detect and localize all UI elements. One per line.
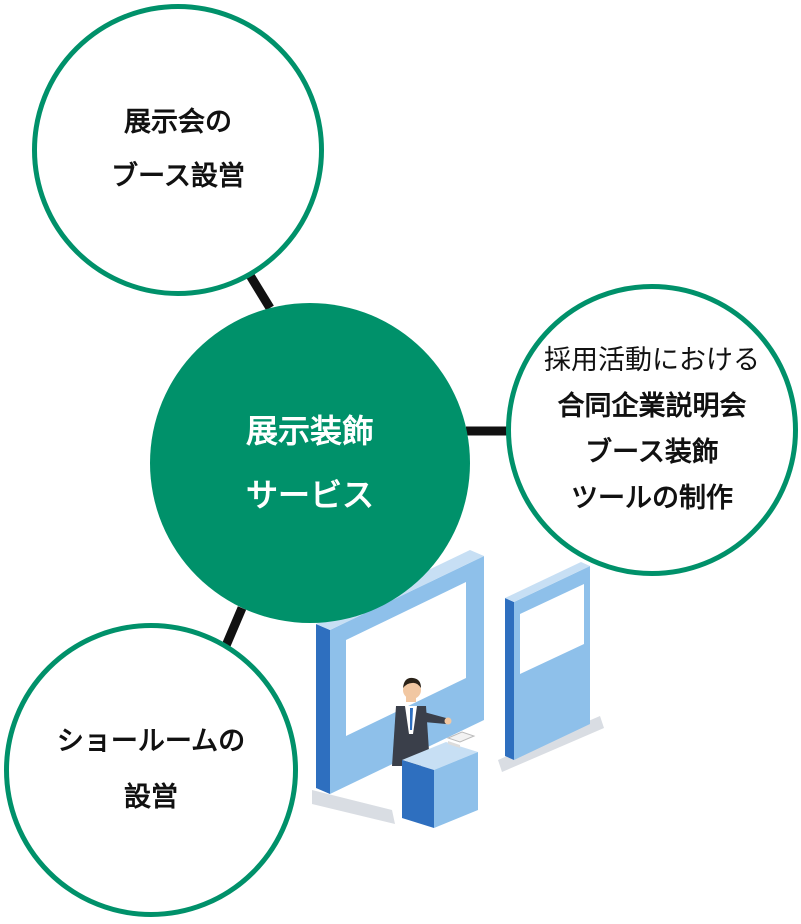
node-exhibition-booth: 展示会の ブース設営 bbox=[32, 4, 324, 296]
booth-main-wall-edge bbox=[316, 624, 330, 794]
node-showroom-line2: 設営 bbox=[124, 782, 178, 813]
node-recruitment-line3: ブース装飾 bbox=[585, 437, 719, 468]
node-showroom: ショールームの 設営 bbox=[4, 623, 298, 917]
connector-exhibition bbox=[244, 269, 274, 311]
node-showroom-line1: ショールームの bbox=[56, 726, 246, 757]
center-title-line2: サービス bbox=[245, 476, 374, 514]
booth-counter bbox=[402, 731, 478, 828]
booth-side-screen bbox=[520, 584, 584, 674]
booth-side-panel-edge bbox=[505, 598, 514, 760]
node-recruitment-line2: 合同企業説明会 bbox=[557, 391, 747, 422]
center-title-line1: 展示装飾 bbox=[245, 412, 374, 450]
booth-main-screen bbox=[346, 582, 466, 736]
node-recruitment-line1: 採用活動における bbox=[544, 345, 760, 376]
booth-floor-shadow bbox=[312, 790, 395, 824]
center-display-decoration-service: 展示装飾 サービス bbox=[150, 303, 470, 623]
panel-floor-shadow bbox=[498, 716, 604, 772]
booth-side-panel-top bbox=[505, 562, 590, 602]
node-exhibition-line2: ブース設営 bbox=[111, 161, 245, 192]
node-exhibition-line1: 展示会の bbox=[124, 107, 232, 138]
node-recruitment-line4: ツールの制作 bbox=[571, 483, 733, 514]
node-recruitment-booth: 採用活動における 合同企業説明会 ブース装飾 ツールの制作 bbox=[506, 284, 798, 576]
